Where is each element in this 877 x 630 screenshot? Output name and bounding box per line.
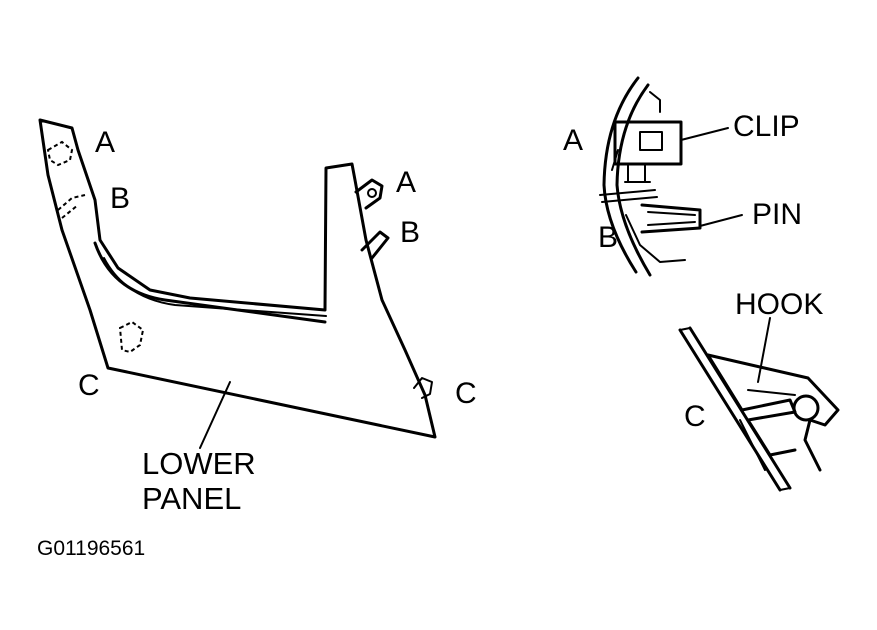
clip-pin-detail bbox=[599, 76, 743, 277]
tab-a-hole bbox=[367, 188, 377, 198]
hook-loop bbox=[792, 394, 820, 422]
pin-body bbox=[640, 203, 702, 234]
hook-label: HOOK bbox=[735, 288, 823, 321]
figure-code: G01196561 bbox=[37, 537, 145, 560]
clip-leader bbox=[680, 127, 729, 141]
label-lower: LOWER bbox=[142, 446, 256, 481]
detail-label-b: B bbox=[598, 221, 618, 254]
tab-a bbox=[354, 178, 384, 210]
tab-b bbox=[360, 230, 390, 260]
tab-c bbox=[413, 377, 433, 399]
mount-mark-b bbox=[57, 194, 86, 219]
pin-shaft bbox=[647, 211, 696, 226]
panel-edge-outer bbox=[602, 76, 640, 274]
mount-mark-c bbox=[118, 320, 145, 354]
hook-detail-label-c: C bbox=[684, 400, 706, 433]
pin-leader bbox=[699, 214, 743, 227]
clip-stem bbox=[624, 163, 651, 183]
hook-panel-edge-outer bbox=[678, 328, 782, 492]
hook-inner bbox=[739, 389, 796, 471]
pin-label: PIN bbox=[752, 198, 802, 231]
lower-panel-groove-inner bbox=[103, 257, 327, 317]
hook-detail bbox=[678, 317, 840, 492]
clip-body bbox=[613, 120, 683, 166]
panel-edge-inner bbox=[615, 83, 652, 277]
lower-panel-outline bbox=[38, 118, 437, 439]
label-c-left: C bbox=[78, 369, 100, 402]
label-a-right: A bbox=[396, 166, 416, 199]
detail-label-a: A bbox=[563, 124, 583, 157]
lower-panel-illustration bbox=[38, 118, 437, 449]
clip-window bbox=[639, 131, 663, 151]
hook-panel-edge-cap bbox=[679, 327, 791, 491]
mount-mark-a bbox=[46, 140, 74, 167]
lower-panel-leader bbox=[199, 381, 231, 449]
section-break bbox=[599, 189, 658, 203]
label-panel: PANEL bbox=[142, 481, 241, 516]
label-a-left: A bbox=[95, 126, 115, 159]
label-b-right: B bbox=[400, 216, 420, 249]
lower-panel-groove bbox=[93, 241, 327, 324]
clip-label: CLIP bbox=[733, 110, 800, 143]
hook-leader bbox=[757, 317, 771, 383]
label-b-left: B bbox=[110, 182, 130, 215]
lower-bracket bbox=[625, 214, 686, 263]
label-c-right: C bbox=[455, 377, 477, 410]
